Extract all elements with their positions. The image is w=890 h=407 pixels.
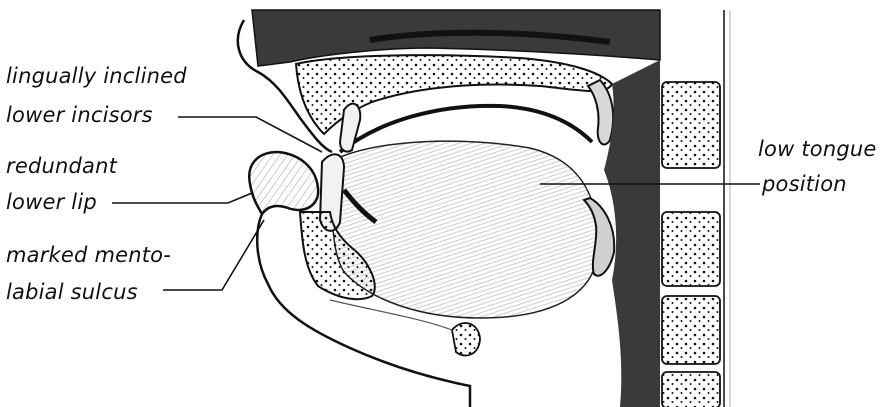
lower-lip [249, 152, 318, 214]
label-low-tongue: low tongue [758, 137, 876, 162]
leader-lip [112, 193, 252, 203]
hyoid [452, 323, 480, 356]
label-lower-lip: lower lip [6, 190, 97, 215]
label-redundant: redundant [6, 154, 117, 179]
soft-palate [588, 80, 613, 144]
label-lingually-inclined: lingually inclined [6, 64, 187, 89]
label-position: position [762, 172, 847, 197]
vertebra-c3 [662, 212, 720, 286]
vertebra-c2 [662, 82, 720, 168]
label-labial-sulcus: labial sulcus [6, 280, 138, 305]
upper-incisor [340, 104, 360, 152]
leader-sulcus [163, 220, 264, 290]
leader-incisors [178, 117, 322, 152]
vertebra-c5 [662, 372, 720, 407]
vertebra-c4 [662, 296, 720, 364]
label-marked-mento: marked mento- [6, 243, 171, 268]
label-lower-incisors: lower incisors [6, 103, 153, 128]
